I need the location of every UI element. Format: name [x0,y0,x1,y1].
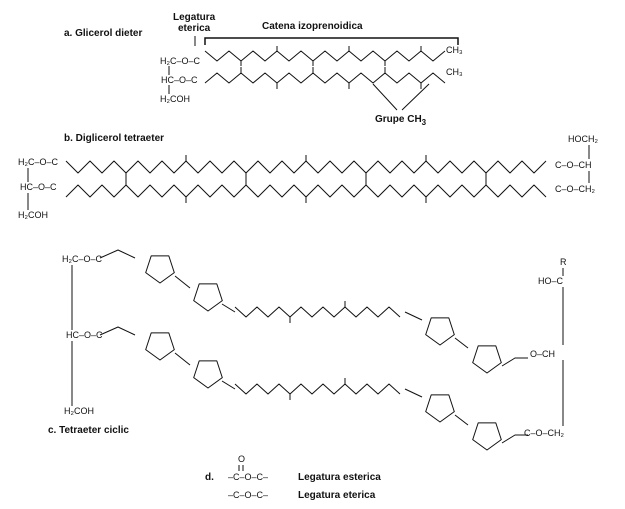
panel-a-row3: H₂COH [160,94,190,104]
cyclopentane-ring [145,332,175,361]
linker [221,303,236,313]
zigzag-backbone [204,72,446,84]
panel-b-right-row1: C–O–CH [555,160,592,170]
chain-bracket [204,37,459,45]
ether-bond-label: Legatura eterica [298,490,376,501]
linker [221,380,236,390]
methyl-pointer-2 [401,83,430,111]
cyclic-chain-lower [99,326,528,451]
panel-c-r-group: R [560,257,567,267]
linker [404,388,423,398]
linker [501,357,528,367]
panel-b-left-row2: HC–O–C [20,182,57,192]
cyclopentane-ring [425,394,455,423]
panel-c-bottom-right: C–O–CH₂ [524,428,565,438]
panel-c-cyclic-tetraether: H₂C–O–C HC–O–C H₂COH c. Tetraeter ciclic… [48,249,567,451]
linker [454,337,469,349]
ch3-terminal-upper: CH₃ [446,45,463,55]
linker [99,326,136,336]
panel-c-left-row1: H₂C–O–C [62,254,103,264]
cyclopentane-ring [472,422,502,451]
ether-bond-label-line1: Legatura [173,12,216,23]
cyclopentane-ring [145,255,175,284]
panel-d-bond-legend: d. O –C–O–C– Legatura esterica –C–O–C– L… [205,454,381,501]
ester-formula: –C–O–C– [228,472,268,482]
zigzag-backbone [234,306,401,318]
linker [501,434,528,444]
cyclopentane-ring [193,360,223,389]
cyclopentane-ring [472,345,502,374]
tetraether-chain-lower [65,179,547,203]
linker [454,414,469,426]
panel-d-label: d. [205,472,214,483]
ether-bond-label-line2: eterica [178,23,211,34]
zigzag-backbone [65,160,547,174]
isoprenoid-chain-label: Catena izoprenoidica [262,21,363,32]
panel-a-glycerol-diether: a. Glicerol dieter Legatura eterica Cate… [64,12,463,127]
linker [174,275,191,289]
panel-b-right-row0: HOCH₂ [568,134,598,144]
ester-bond-label: Legatura esterica [298,472,381,483]
isoprenoid-chain-upper [204,46,446,66]
cyclopentane-ring [425,317,455,346]
panel-c-ho-carbon: HO–C [538,276,564,286]
isoprenoid-chain-lower [204,67,446,89]
panel-b-diglycerol-tetraether: b. Diglicerol tetraeter H₂C–O–C HC–O–C H… [18,133,598,220]
ch3-terminal-lower: CH₃ [446,67,463,77]
panel-a-title: a. Glicerol dieter [64,28,142,39]
linker [99,249,136,259]
panel-c-left-row2: HC–O–C [66,330,103,340]
methyl-groups-label: Grupe CH3 [375,114,427,127]
methyl-pointer-1 [372,83,398,111]
zigzag-backbone [234,383,401,395]
panel-b-right-row2: C–O–CH₂ [555,184,596,194]
panel-c-title: c. Tetraeter ciclic [48,425,129,436]
panel-b-left-row1: H₂C–O–C [18,157,59,167]
cyclopentane-ring [193,283,223,312]
panel-a-row2: HC–O–C [161,75,198,85]
zigzag-backbone [65,184,547,198]
panel-c-ch-group: O–CH [530,349,555,359]
panel-b-left-row3: H₂COH [18,210,48,220]
tetraether-chain-upper [65,155,547,179]
panel-c-left-row3: H₂COH [64,406,94,416]
ester-carbonyl-oxygen: O [238,454,245,464]
cyclic-chain-upper [99,249,528,374]
panel-a-row1: H₂C–O–C [160,56,201,66]
zigzag-backbone [204,50,446,62]
ether-formula: –C–O–C– [228,490,268,500]
linker [404,311,423,321]
panel-b-title: b. Diglicerol tetraeter [64,133,164,144]
linker [174,352,191,366]
